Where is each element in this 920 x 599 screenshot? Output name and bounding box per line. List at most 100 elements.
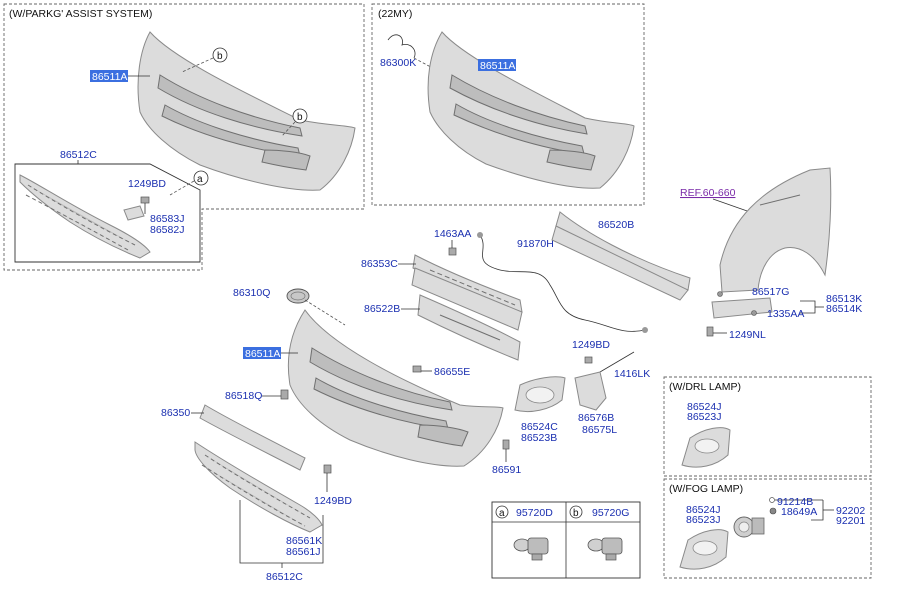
label-86523B[interactable]: 86523B [521, 432, 557, 444]
label-86575L[interactable]: 86575L [582, 424, 617, 436]
label-92201[interactable]: 92201 [836, 515, 865, 527]
callout-b-2: b [281, 108, 308, 137]
label-1463AA[interactable]: 1463AA [434, 228, 471, 240]
section-drl-frame [663, 376, 872, 477]
wiring-91870H[interactable] [477, 232, 648, 333]
grille-subbox-frame [14, 163, 201, 263]
label-86591[interactable]: 86591 [492, 464, 521, 476]
bolt-1249BD-2[interactable] [584, 356, 593, 364]
label-86512C-2[interactable]: 86512C [266, 571, 303, 583]
legend-item-b[interactable]: b 95720G [569, 505, 629, 519]
lamp-bezel-86524C[interactable] [514, 376, 566, 413]
label-86524C[interactable]: 86524C [521, 421, 558, 433]
section-title-drl: (W/DRL LAMP) [669, 381, 741, 393]
label-92202[interactable]: 92202 [836, 505, 865, 517]
label-86582J[interactable]: 86582J [150, 224, 184, 236]
callout-a-1: a [169, 170, 209, 196]
legend-item-a[interactable]: a 95720D [495, 505, 553, 519]
svg-text:95720G: 95720G [592, 507, 629, 519]
bracket-86583J[interactable] [123, 205, 145, 221]
section-22my-frame [371, 3, 645, 206]
bracket-86517G[interactable] [711, 291, 773, 319]
clip-1335AA[interactable] [751, 310, 757, 316]
section-fog-frame [663, 478, 872, 579]
label-86518Q[interactable]: 86518Q [225, 390, 262, 402]
label-86512C-1[interactable]: 86512C [60, 149, 97, 161]
reference-link[interactable]: REF.60-660 [680, 187, 736, 199]
bolt-1249BD-1[interactable] [140, 196, 150, 214]
clip-86518Q[interactable] [280, 389, 289, 400]
label-18649A[interactable]: 18649A [781, 506, 817, 518]
callout-b-1: b [181, 47, 228, 73]
drl-bezel[interactable] [681, 427, 731, 468]
clip-1463AA[interactable] [448, 240, 457, 256]
svg-text:86511A: 86511A [480, 60, 515, 72]
bracket-91214B [769, 497, 834, 521]
label-1249NL[interactable]: 1249NL [729, 329, 766, 341]
label-86353C[interactable]: 86353C [361, 258, 398, 270]
label-86524J-1[interactable]: 86524J [687, 401, 721, 413]
bracket-86576B[interactable] [574, 371, 607, 411]
fender-panel [719, 167, 832, 293]
label-86561K[interactable]: 86561K [286, 535, 322, 547]
section-title-fog: (W/FOG LAMP) [669, 483, 743, 495]
svg-text:a: a [197, 174, 203, 185]
label-91870H[interactable]: 91870H [517, 238, 554, 250]
label-86576B[interactable]: 86576B [578, 412, 614, 424]
main-bumper-cover[interactable] [287, 309, 504, 467]
radiator-grille-86353C[interactable] [411, 254, 523, 331]
label-86524J-2[interactable]: 86524J [686, 504, 720, 516]
label-86561J[interactable]: 86561J [286, 546, 320, 558]
screw-1249NL[interactable] [706, 326, 727, 337]
bracket-86512C-2 [239, 500, 324, 568]
section-parking-assist-frame [3, 3, 365, 271]
label-86517G[interactable]: 86517G [752, 286, 789, 298]
bumper-cover-22my[interactable] [427, 31, 635, 189]
label-1335AA[interactable]: 1335AA [767, 308, 804, 320]
label-1249BD-2[interactable]: 1249BD [572, 339, 610, 351]
emblem-86310Q[interactable] [286, 288, 346, 326]
label-86511A-2[interactable]: 86511A [478, 59, 516, 72]
bulb-18649A[interactable] [769, 507, 777, 515]
bumper-cover-parking-assist[interactable] [137, 31, 356, 191]
label-86350[interactable]: 86350 [161, 407, 190, 419]
sensor-95720G[interactable] [587, 537, 623, 561]
label-86300K[interactable]: 86300K [380, 57, 416, 69]
label-1249BD-3[interactable]: 1249BD [314, 495, 352, 507]
label-86522B[interactable]: 86522B [364, 303, 400, 315]
bracket-86513K-86514K [800, 300, 824, 314]
label-1416LK[interactable]: 1416LK [614, 368, 650, 380]
wiring-86300K[interactable] [387, 34, 441, 73]
svg-text:b: b [573, 508, 579, 519]
svg-text:86511A: 86511A [245, 348, 280, 360]
lower-grille-parking-assist[interactable] [19, 174, 151, 259]
svg-text:a: a [499, 508, 505, 519]
label-86513K[interactable]: 86513K [826, 293, 862, 305]
lip-86350[interactable] [199, 404, 306, 471]
svg-text:86511A: 86511A [92, 71, 127, 83]
label-91214B[interactable]: 91214B [777, 496, 813, 508]
sensor-95720D[interactable] [513, 537, 549, 561]
label-1249BD-1[interactable]: 1249BD [128, 178, 166, 190]
energy-absorber-86520B[interactable] [551, 211, 691, 301]
fog-bezel[interactable] [679, 529, 729, 570]
svg-text:REF.60-660: REF.60-660 [680, 187, 736, 199]
svg-text:b: b [217, 51, 223, 62]
label-86655E[interactable]: 86655E [434, 366, 470, 378]
label-86511A-3[interactable]: 86511A [243, 347, 298, 360]
screw-86591[interactable] [502, 439, 510, 462]
label-86523J-1[interactable]: 86523J [687, 411, 721, 423]
label-86511A-1[interactable]: 86511A [90, 70, 150, 83]
label-86583J[interactable]: 86583J [150, 213, 184, 225]
bolt-1249BD-3[interactable] [323, 464, 332, 492]
label-86523J-2[interactable]: 86523J [686, 514, 720, 526]
bracket-86655E[interactable] [412, 365, 432, 373]
fog-lamp-unit[interactable] [733, 516, 765, 538]
grille-bracket-86522B[interactable] [417, 294, 521, 361]
lower-grille-main[interactable] [194, 441, 323, 533]
label-86520B[interactable]: 86520B [598, 219, 634, 231]
label-86514K[interactable]: 86514K [826, 303, 862, 315]
svg-text:b: b [297, 112, 303, 123]
label-86310Q[interactable]: 86310Q [233, 287, 270, 299]
